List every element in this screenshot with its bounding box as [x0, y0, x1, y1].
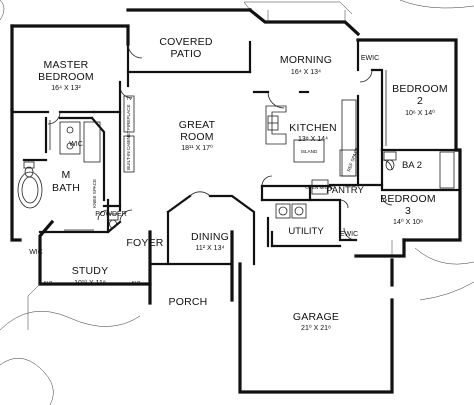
morning-label: MORNING — [280, 54, 332, 66]
m-bath-label-2: BATH — [52, 182, 80, 194]
garage-label: GARAGE — [293, 311, 339, 323]
porch-label: PORCH — [169, 296, 208, 308]
wic-master-label: WIC — [69, 141, 83, 148]
wic-bath-label: WIC — [29, 249, 43, 256]
bay-windows — [27, 1, 393, 330]
kitchen-label: KITCHEN — [289, 122, 337, 134]
ba2-label: BA 2 — [402, 160, 422, 171]
built-in-cabinet-label: BUILT-IN CABINET — [126, 130, 131, 170]
foyer-label: FOYER — [126, 237, 163, 249]
covered-patio-label-2: PATIO — [171, 48, 202, 60]
study-label: STUDY — [72, 265, 109, 277]
m-bath-label-1: M — [62, 169, 71, 181]
pantry-label: PANTRY — [326, 185, 364, 196]
morning-dims: 16⁴ X 13⁴ — [291, 69, 321, 76]
great-room-dims: 18¹¹ X 17⁰ — [181, 144, 213, 152]
knee-space-label: KNEE SPACE — [92, 179, 97, 208]
island-label: ISLAND — [301, 149, 318, 154]
slp-left-label: SLP — [44, 280, 53, 285]
ewic-util-label: EWIC — [340, 231, 358, 238]
bedroom3-dims: 14⁰ X 10⁸ — [393, 218, 423, 226]
room-labels: MASTER BEDROOM 16⁴ X 13² COVERED PATIO M… — [38, 36, 448, 332]
great-room-label-2: ROOM — [180, 131, 213, 143]
study-dims: 10¹⁰ X 11⁸ — [74, 279, 106, 287]
utility-label: UTILITY — [288, 226, 324, 237]
interior-walls — [10, 38, 462, 266]
great-room-label-1: GREAT — [179, 119, 216, 131]
master-bedroom-label-2: BEDROOM — [38, 71, 94, 83]
fireplace-label: FIREPLACE — [126, 104, 131, 130]
oven-micro-label: OVEN MICRO — [305, 185, 335, 190]
powder-label: POWDER — [95, 211, 127, 218]
slp-right-label: SLP — [132, 280, 141, 285]
master-bedroom-label-1: MASTER — [44, 59, 89, 71]
covered-patio-label-1: COVERED — [159, 36, 213, 48]
fixtures — [17, 70, 455, 231]
kitchen-dims: 13⁸ X 14⁴ — [298, 136, 328, 143]
tv-label: TV — [126, 96, 133, 101]
ewic-bed2-label: EWIC — [361, 55, 379, 62]
bedroom3-label-1: BEDROOM — [380, 193, 436, 205]
bedroom2-label-2: 2 — [417, 95, 423, 107]
door-swings — [47, 43, 393, 241]
bedroom2-label-1: BEDROOM — [392, 83, 448, 95]
bedroom3-label-2: 3 — [405, 205, 411, 217]
dining-label: DINING — [191, 231, 229, 243]
dining-dims: 11² X 13⁴ — [196, 245, 225, 252]
master-bedroom-dims: 16⁴ X 13² — [51, 85, 81, 92]
garage-dims: 21⁰ X 21⁸ — [301, 324, 331, 332]
bedroom2-dims: 10⁶ X 14⁰ — [405, 109, 435, 117]
